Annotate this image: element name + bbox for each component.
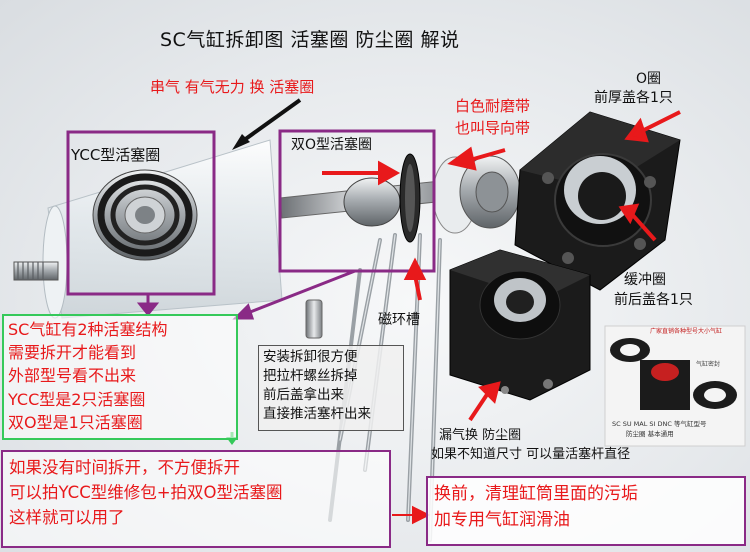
o-ring-label-line1: O圈 <box>635 71 661 87</box>
ycc-piston-label: YCC型活塞圈 <box>71 146 161 164</box>
seal-kit-photo <box>604 325 746 447</box>
leak-note-label: 串气 有气无力 换 活塞圈 <box>150 78 315 96</box>
guide-band-label: 白色耐磨带 也叫导向带 <box>455 96 530 140</box>
install-note-line: 前后盖拿出来 <box>263 387 344 404</box>
threaded-rod-end <box>13 261 59 281</box>
kit-side-label: 气缸密封 <box>696 361 721 368</box>
structure-note-box: SC气缸有2种活塞结构 需要拆开才能看到 外部型号看不出来 YCC型是2只活塞圈… <box>2 314 238 440</box>
clean-note-line: 换前，清理缸筒里面的污垢 <box>434 484 638 504</box>
no-time-note-line: 如果没有时间拆开，不方便拆开 <box>9 458 240 477</box>
buffer-ring-label-line1: 缓冲圈 <box>624 272 666 288</box>
structure-note-line: SC气缸有2种活塞结构 <box>8 320 168 339</box>
no-time-note-line: 可以拍YCC型维修包+拍双O型活塞圈 <box>9 482 283 502</box>
purple-arrows <box>136 269 356 320</box>
double-o-highlight-box <box>278 129 436 273</box>
install-note-line: 把拉杆螺丝拆掉 <box>263 368 358 385</box>
magnet-groove-label: 磁环槽 <box>378 312 420 328</box>
o-ring-label-line2: 前厚盖各1只 <box>594 89 673 106</box>
guide-band-label-line2: 也叫导向带 <box>455 118 531 137</box>
buffer-ring-label: 缓冲圈 前后盖各1只 <box>614 270 693 311</box>
no-time-note-box: 如果没有时间拆开，不方便拆开 可以拍YCC型维修包+拍双O型活塞圈 这样就可以用… <box>1 450 391 548</box>
dust-seal-label-line2: 如果不知道尺寸 可以量活塞杆直径 <box>431 446 631 462</box>
structure-note-line: 双O型是1只活塞圈 <box>8 412 143 432</box>
red-arrows <box>322 110 681 525</box>
install-note-line: 直接推活塞杆出来 <box>263 406 371 423</box>
install-note-line: 安装拆卸很方便 <box>263 349 358 365</box>
double-o-piston-label: 双O型活塞圈 <box>291 137 373 153</box>
tie-rod-nut <box>305 299 323 339</box>
o-ring-label: O圈 前厚盖各1只 <box>594 70 673 108</box>
structure-note-line: 需要拆开才能看到 <box>8 343 137 363</box>
buffer-ring-label-line2: 前后盖各1只 <box>614 292 693 309</box>
structure-note-line: 外部型号看不出来 <box>8 366 137 386</box>
no-time-note-line: 这样就可以用了 <box>9 507 125 527</box>
dust-seal-label: 漏气换 防尘圈 如果不知道尺寸 可以量活塞杆直径 <box>431 427 630 465</box>
ycc-highlight-box <box>66 130 216 296</box>
kit-bottom-label-2: 防尘圈 基本通用 <box>626 430 674 438</box>
rear-cover <box>449 249 591 401</box>
double-o-piston <box>343 153 521 243</box>
dust-seal-label-line1: 漏气换 防尘圈 <box>439 428 522 443</box>
structure-note-line: YCC型是2只活塞圈 <box>8 389 146 409</box>
kit-bottom-label-1: SC SU MAL SI DNC 等气缸型号 <box>612 420 707 428</box>
guide-band-label-line1: 白色耐磨带 <box>455 97 531 115</box>
clean-note-line: 加专用气缸润滑油 <box>434 509 570 530</box>
ycc-piston <box>92 169 198 261</box>
page-title: SC气缸拆卸图 活塞圈 防尘圈 解说 <box>160 29 460 51</box>
black-arrow <box>232 98 302 150</box>
install-note-box: 安装拆卸很方便 把拉杆螺丝拆掉 前后盖拿出来 直接推活塞杆出来 <box>258 345 404 431</box>
clean-note-box: 换前，清理缸筒里面的污垢 加专用气缸润滑油 <box>426 476 746 546</box>
front-cover <box>514 111 681 291</box>
kit-top-label: 广家直销各种型号大小气缸 <box>650 328 723 335</box>
